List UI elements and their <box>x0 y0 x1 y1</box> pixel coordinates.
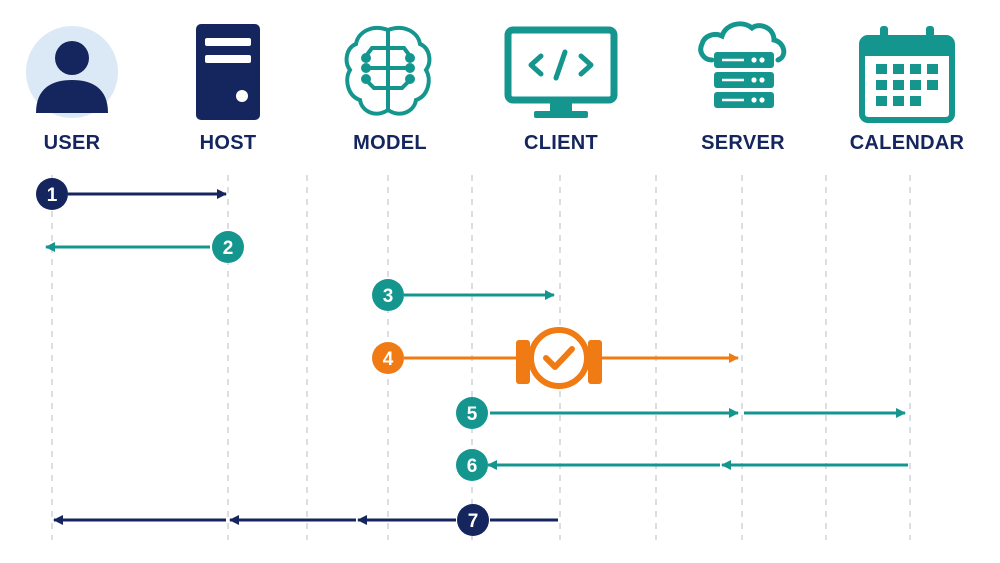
step-number: 7 <box>468 511 479 532</box>
actor-label-host: HOST <box>199 132 257 154</box>
user-icon <box>26 26 118 118</box>
step-badge-1: 1 <box>36 178 68 210</box>
step-badge-4: 4 <box>372 342 404 374</box>
step-number: 1 <box>47 185 58 206</box>
calendar-icon <box>859 26 955 123</box>
actor-label-model: MODEL <box>353 132 427 154</box>
brain-circuit-icon <box>344 25 432 116</box>
step-number: 2 <box>223 238 234 259</box>
step-number: 5 <box>467 404 478 425</box>
step-badge-2: 2 <box>212 231 244 263</box>
step-number: 6 <box>467 456 478 477</box>
code-monitor-icon <box>504 26 618 118</box>
valve-check-icon <box>516 327 602 389</box>
step-badge-7: 7 <box>457 504 489 536</box>
cloud-server-icon <box>698 21 787 108</box>
step-number: 4 <box>383 349 394 370</box>
actor-label-user: USER <box>43 132 101 154</box>
server-tower-icon <box>196 24 260 120</box>
step-badge-5: 5 <box>456 397 488 429</box>
actor-label-calendar: CALENDAR <box>849 132 965 154</box>
step-number: 3 <box>383 286 394 307</box>
step-badge-6: 6 <box>456 449 488 481</box>
actor-label-client: CLIENT <box>523 132 599 154</box>
actor-label-server: SERVER <box>701 132 785 154</box>
step-badge-3: 3 <box>372 279 404 311</box>
